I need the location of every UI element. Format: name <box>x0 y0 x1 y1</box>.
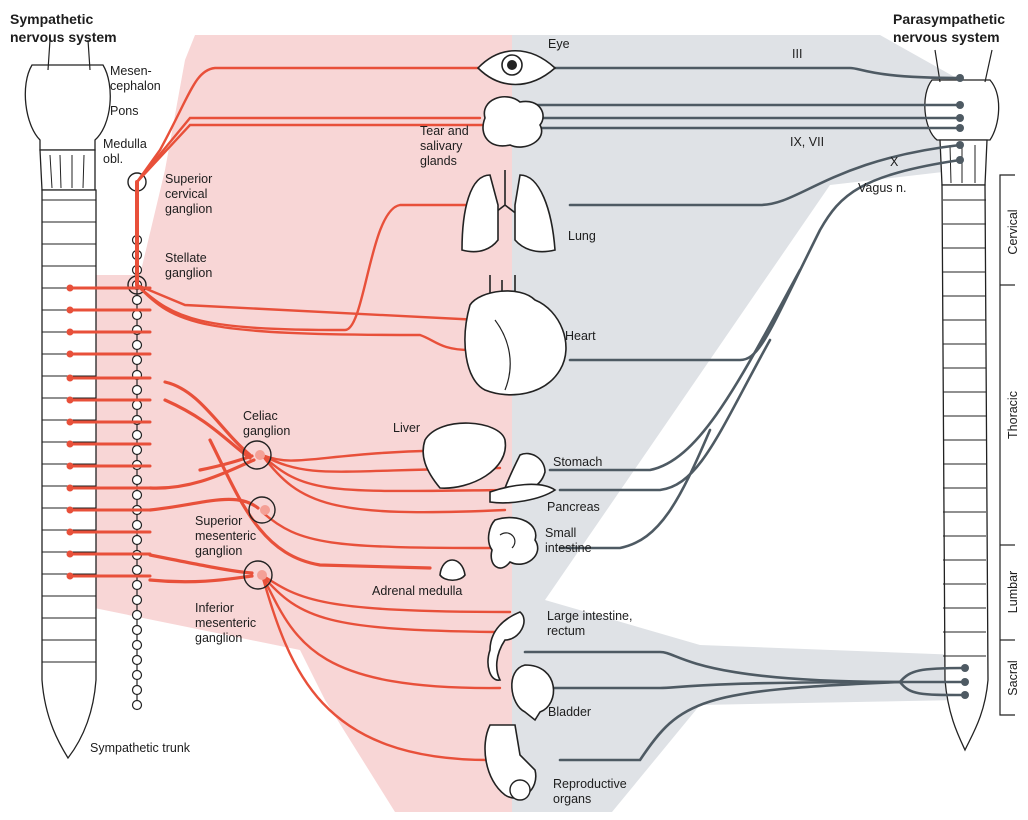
label-celiac-1: Celiac <box>243 409 278 423</box>
gland-icon <box>483 97 543 147</box>
label-eye: Eye <box>548 37 570 51</box>
label-stellate-1: Stellate <box>165 251 207 265</box>
label-lung: Lung <box>568 229 596 243</box>
label-region-thoracic: Thoracic <box>1006 391 1020 439</box>
label-small-intestine-2: intestine <box>545 541 592 555</box>
label-reproductive-1: Reproductive <box>553 777 627 791</box>
label-cranial-nerve-iii: III <box>792 47 802 61</box>
label-large-intestine-1: Large intestine, <box>547 609 632 623</box>
label-superior-cervical-3: ganglion <box>165 202 212 216</box>
label-medulla-2: obl. <box>103 152 123 166</box>
label-superior-mesenteric-2: mesenteric <box>195 529 256 543</box>
label-glands-2: salivary <box>420 139 463 153</box>
label-superior-cervical-1: Superior <box>165 172 212 186</box>
label-liver: Liver <box>393 421 420 435</box>
label-large-intestine-2: rectum <box>547 624 585 638</box>
label-superior-mesenteric-1: Superior <box>195 514 242 528</box>
label-superior-mesenteric-3: ganglion <box>195 544 242 558</box>
label-glands-3: glands <box>420 154 457 168</box>
sympathetic-title-line2: nervous system <box>10 29 117 45</box>
label-mesencephalon-1: Mesen- <box>110 64 152 78</box>
label-cranial-nerve-ix-vii: IX, VII <box>790 135 824 149</box>
sympathetic-title-line1: Sympathetic <box>10 11 93 27</box>
label-stellate-2: ganglion <box>165 266 212 280</box>
label-inferior-mesenteric-3: ganglion <box>195 631 242 645</box>
label-region-sacral: Sacral <box>1006 660 1020 695</box>
label-sympathetic-trunk: Sympathetic trunk <box>90 741 191 755</box>
label-celiac-2: ganglion <box>243 424 290 438</box>
spinal-region-bracket <box>1000 175 1015 715</box>
label-stomach: Stomach <box>553 455 602 469</box>
label-pancreas: Pancreas <box>547 500 600 514</box>
label-heart: Heart <box>565 329 596 343</box>
label-glands-1: Tear and <box>420 124 469 138</box>
label-reproductive-2: organs <box>553 792 591 806</box>
label-mesencephalon-2: cephalon <box>110 79 161 93</box>
label-region-cervical: Cervical <box>1006 209 1020 254</box>
label-inferior-mesenteric-1: Inferior <box>195 601 234 615</box>
label-inferior-mesenteric-2: mesenteric <box>195 616 256 630</box>
small-intestine-icon <box>489 518 538 568</box>
label-vagus-nerve: Vagus n. <box>858 181 906 195</box>
label-adrenal: Adrenal medulla <box>372 584 462 598</box>
label-small-intestine-1: Small <box>545 526 576 540</box>
label-pons: Pons <box>110 104 139 118</box>
parasympathetic-title-line2: nervous system <box>893 29 1000 45</box>
label-cranial-nerve-x: X <box>890 155 899 169</box>
label-superior-cervical-2: cervical <box>165 187 207 201</box>
label-medulla-1: Medulla <box>103 137 147 151</box>
parasympathetic-title-line1: Parasympathetic <box>893 11 1005 27</box>
label-bladder: Bladder <box>548 705 591 719</box>
label-region-lumbar: Lumbar <box>1006 571 1020 613</box>
